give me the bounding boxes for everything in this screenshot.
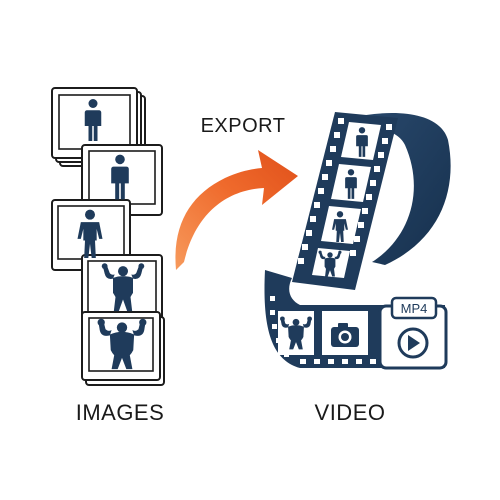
film-ribbon-back [345, 113, 451, 265]
play-icon[interactable] [397, 327, 429, 359]
camera-icon [331, 323, 359, 347]
mp4-badge-text: MP4 [401, 301, 428, 316]
export-arrow [175, 150, 298, 270]
image-stack [51, 87, 165, 386]
images-label: IMAGES [75, 400, 165, 425]
film-strip: MP4 [264, 112, 451, 370]
mp4-video-frame[interactable]: MP4 [378, 296, 448, 370]
export-label: EXPORT [200, 115, 286, 137]
video-label: VIDEO [314, 400, 386, 425]
